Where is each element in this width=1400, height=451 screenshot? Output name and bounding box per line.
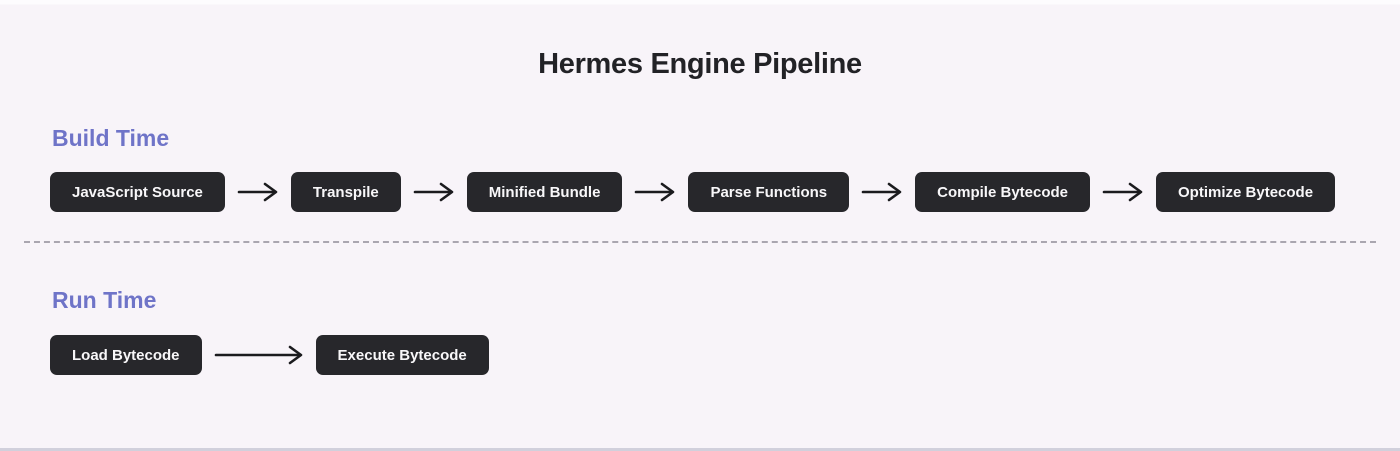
pipeline-step-execute-bytecode: Execute Bytecode bbox=[315, 335, 489, 375]
pipeline-step-transpile: Transpile bbox=[290, 172, 401, 212]
arrow-right-icon bbox=[214, 345, 302, 365]
arrow-right-icon bbox=[1102, 182, 1143, 202]
pipeline-step-load-bytecode: Load Bytecode bbox=[50, 335, 202, 375]
section-label-build-time: Build Time bbox=[52, 125, 170, 151]
pipeline-step-optimize-bytecode: Optimize Bytecode bbox=[1156, 172, 1336, 212]
arrow-right-icon bbox=[861, 182, 902, 202]
build-time-row: JavaScript Source Transpile Minified Bun… bbox=[50, 172, 1400, 212]
arrow-right-icon bbox=[635, 182, 675, 202]
pipeline-step-parse-functions: Parse Functions bbox=[688, 172, 850, 212]
arrow-right-icon bbox=[237, 182, 278, 202]
pipeline-step-compile-bytecode: Compile Bytecode bbox=[915, 172, 1091, 212]
section-label-run-time: Run Time bbox=[52, 287, 157, 313]
page-title: Hermes Engine Pipeline bbox=[538, 48, 862, 80]
pipeline-step-minified-bundle: Minified Bundle bbox=[466, 172, 623, 212]
build-run-divider bbox=[24, 241, 1376, 243]
arrow-right-icon bbox=[413, 182, 454, 202]
run-time-row: Load Bytecode Execute Bytecode bbox=[50, 335, 1400, 375]
pipeline-step-javascript-source: JavaScript Source bbox=[50, 172, 225, 212]
